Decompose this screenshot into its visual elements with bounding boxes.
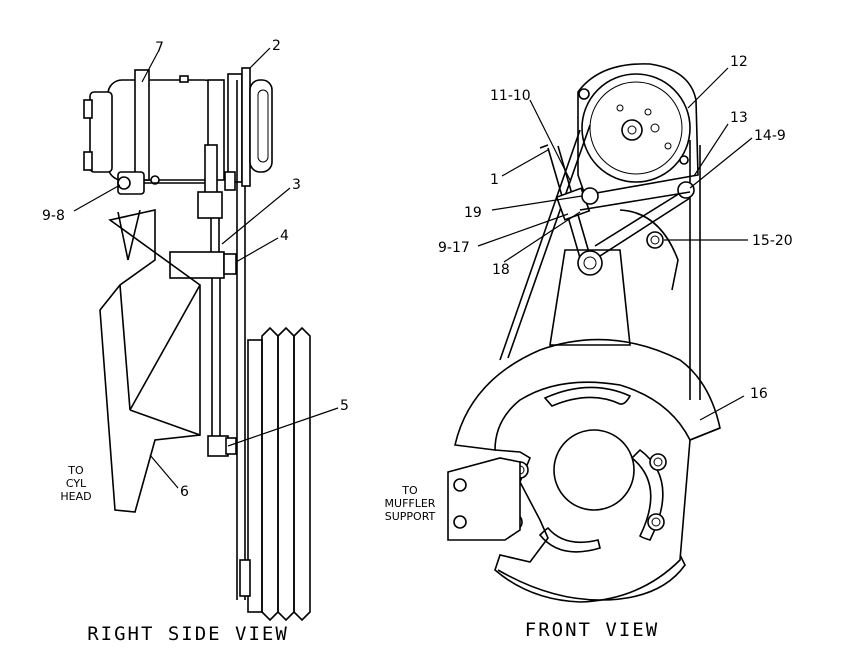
adjust-bracket-front — [539, 144, 695, 346]
callout-6: 6 — [180, 484, 189, 500]
mount-bracket-side — [117, 80, 246, 600]
callout-13: 13 — [730, 110, 748, 126]
compressor-front — [577, 63, 699, 196]
note-cyl-head-line1: TO — [67, 464, 84, 477]
right-side-view-title: RIGHT SIDE VIEW — [87, 623, 289, 645]
callout-14-9: 14-9 — [754, 128, 786, 144]
callout-1: 1 — [490, 172, 499, 188]
destination-notes: TO CYL HEAD TO MUFFLER SUPPORT — [60, 464, 435, 523]
callout-19: 19 — [464, 205, 482, 221]
callout-5: 5 — [340, 398, 349, 414]
note-cyl-head-line2: CYL — [66, 477, 87, 490]
callout-12: 12 — [730, 54, 748, 70]
compressor-side — [83, 67, 273, 187]
view-titles: RIGHT SIDE VIEW FRONT VIEW — [87, 619, 659, 645]
callout-labels: 7 2 3 4 5 6 9-8 12 11-10 1 13 14-9 19 9-… — [42, 38, 793, 500]
belts-front — [499, 124, 701, 400]
mounting-plate-side — [99, 209, 201, 513]
callout-9-8: 9-8 — [42, 208, 65, 224]
note-muffler-line3: SUPPORT — [385, 510, 436, 523]
callout-16: 16 — [750, 386, 768, 402]
muffler-support-bracket — [447, 457, 521, 541]
note-cyl-head-line3: HEAD — [60, 490, 91, 503]
callout-7: 7 — [155, 40, 164, 56]
note-muffler-line1: TO — [401, 484, 418, 497]
callout-18: 18 — [492, 262, 510, 278]
callout-2: 2 — [272, 38, 281, 54]
callout-15-20: 15-20 — [752, 233, 793, 249]
front-view-drawing — [447, 63, 721, 603]
leader-lines-front — [477, 67, 753, 421]
front-view-title: FRONT VIEW — [525, 619, 659, 641]
note-muffler-line2: MUFFLER — [385, 497, 436, 510]
callout-4: 4 — [280, 228, 289, 244]
crank-pulley-side — [239, 326, 311, 622]
mounting-plate-front — [454, 338, 721, 603]
right-side-view-drawing — [83, 67, 311, 622]
callout-9-17: 9-17 — [438, 240, 470, 256]
callout-3: 3 — [292, 177, 301, 193]
callout-11-10: 11-10 — [490, 88, 531, 104]
leader-lines-side — [73, 47, 339, 489]
